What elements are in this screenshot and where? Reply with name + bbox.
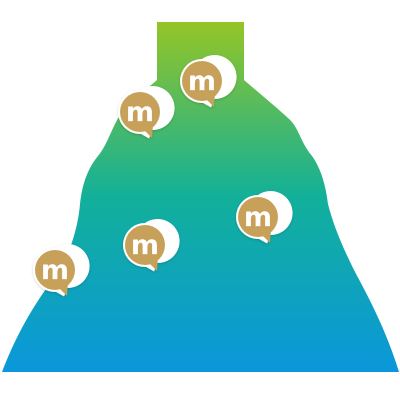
chat-bubble-m-icon: m xyxy=(126,97,154,128)
badge-disc xyxy=(182,61,222,101)
chat-bubble-m-icon: m xyxy=(41,255,69,286)
bubble-tail xyxy=(204,93,215,107)
bubble-tail xyxy=(147,257,158,271)
badge-disc xyxy=(125,225,165,265)
mountain-shape xyxy=(2,22,399,372)
bubble-tail xyxy=(142,124,153,138)
badge-1: m xyxy=(180,55,237,108)
chat-bubble-m-icon: m xyxy=(188,66,216,97)
badge-layer: m m m m m xyxy=(33,55,293,297)
bubble-tail xyxy=(57,282,68,296)
badge-disc xyxy=(120,92,160,132)
badge-2: m xyxy=(118,86,175,139)
badge-4: m xyxy=(123,219,180,272)
badge-disc xyxy=(35,250,75,290)
chat-bubble-m-icon: m xyxy=(131,230,159,261)
bubble-tail xyxy=(260,229,271,243)
badge-3: m xyxy=(236,191,293,244)
chat-bubble-m-icon: m xyxy=(244,202,272,233)
badge-5: m xyxy=(33,244,90,297)
badge-disc xyxy=(238,197,278,237)
